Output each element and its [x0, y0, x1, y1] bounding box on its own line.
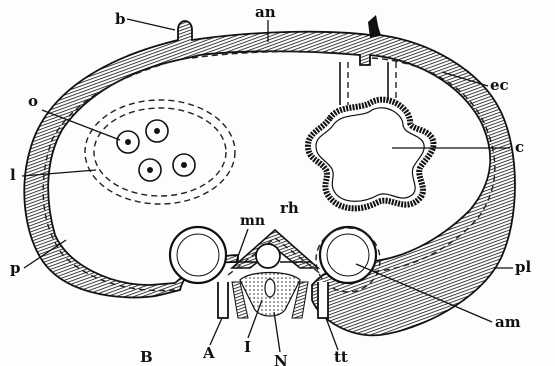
label-am: am [495, 313, 521, 331]
ovum [117, 131, 139, 153]
ampulla-left [170, 227, 226, 283]
ovum [146, 120, 168, 142]
ambulacral-ridge [368, 15, 380, 38]
leader-b [127, 19, 175, 30]
label-b: b [115, 10, 126, 28]
label-tt: tt [334, 348, 348, 366]
leader-A [210, 318, 222, 345]
leader-N [274, 312, 280, 352]
label-ec: ec [490, 76, 509, 94]
tube-foot-right [318, 282, 328, 318]
ovum [139, 159, 161, 181]
radial-water-vessel [256, 244, 280, 268]
label-N: N [274, 352, 288, 366]
label-c: c [515, 138, 524, 156]
label-mn: mn [240, 213, 265, 229]
label-pl: pl [515, 258, 531, 276]
label-an-top: an [255, 3, 276, 21]
label-B: B [140, 348, 153, 366]
label-I: I [244, 338, 251, 356]
label-o: o [28, 92, 38, 110]
label-l-left: l [10, 166, 16, 184]
label-rh: rh [280, 199, 299, 217]
ovum [173, 154, 195, 176]
label-A: A [202, 344, 215, 362]
label-p: p [10, 259, 21, 277]
gonad-oval-outer [85, 100, 235, 204]
ova-group [117, 120, 195, 181]
tube-foot-left [218, 282, 228, 318]
